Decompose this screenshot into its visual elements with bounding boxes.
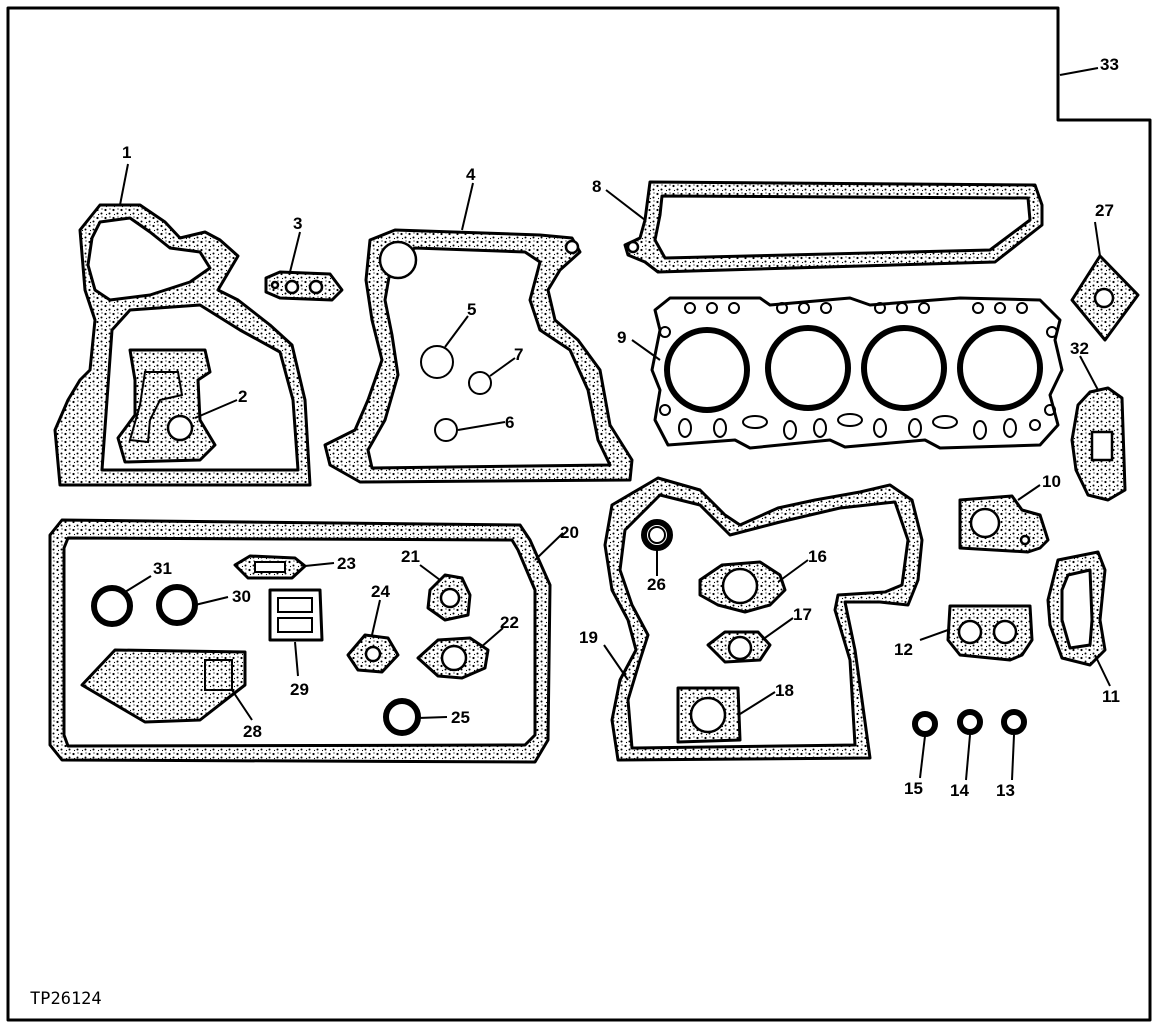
gasket-part-1 xyxy=(53,203,312,487)
seal-part-26 xyxy=(641,519,673,551)
callout-1: 1 xyxy=(122,143,131,162)
callout-18: 18 xyxy=(775,681,794,700)
callout-16: 16 xyxy=(808,547,827,566)
callout-29: 29 xyxy=(290,680,309,699)
callout-19: 19 xyxy=(579,628,598,647)
gasket-part-16 xyxy=(698,560,787,614)
callout-30: 30 xyxy=(232,587,251,606)
callout-13: 13 xyxy=(996,781,1015,800)
gasket-part-9 xyxy=(650,296,1064,450)
gasket-part-24 xyxy=(346,633,400,674)
callout-23: 23 xyxy=(337,554,356,573)
callout-20: 20 xyxy=(560,523,579,542)
gasket-part-27 xyxy=(1070,254,1140,342)
o-ring-part-13 xyxy=(1001,709,1027,735)
callout-5: 5 xyxy=(467,300,476,319)
gasket-part-12 xyxy=(946,604,1034,662)
gasket-part-32 xyxy=(1070,386,1127,502)
o-ring-part-5 xyxy=(420,345,454,379)
seal-part-25 xyxy=(383,698,421,736)
gasket-part-17 xyxy=(706,630,772,664)
o-ring-part-7 xyxy=(468,371,492,395)
seal-part-30 xyxy=(156,584,198,626)
callout-8: 8 xyxy=(592,177,601,196)
gasket-part-10 xyxy=(958,494,1050,554)
callout-2: 2 xyxy=(238,387,247,406)
o-ring-part-15 xyxy=(912,711,938,737)
callout-24: 24 xyxy=(371,582,390,601)
callout-15: 15 xyxy=(904,779,923,798)
callout-3: 3 xyxy=(293,214,302,233)
leader-lines xyxy=(119,67,1111,781)
gasket-part-11 xyxy=(1046,550,1107,667)
callout-10: 10 xyxy=(1042,472,1061,491)
o-ring-part-14 xyxy=(957,709,983,735)
callout-11: 11 xyxy=(1102,687,1120,706)
o-ring-part-6 xyxy=(434,418,458,442)
callout-7: 7 xyxy=(514,345,523,364)
callout-26: 26 xyxy=(647,575,666,594)
gasket-part-3 xyxy=(264,270,344,302)
gasket-part-8 xyxy=(623,180,1044,274)
callout-21: 21 xyxy=(401,547,420,566)
callout-4: 4 xyxy=(466,165,476,184)
seal-part-31 xyxy=(91,585,133,627)
callout-33: 33 xyxy=(1100,55,1119,74)
callout-22: 22 xyxy=(500,613,519,632)
gasket-part-21 xyxy=(426,573,472,622)
callout-27: 27 xyxy=(1095,201,1114,220)
callout-31: 31 xyxy=(153,559,172,578)
frame-outline xyxy=(6,6,1152,1022)
callout-9: 9 xyxy=(617,328,626,347)
gasket-part-28 xyxy=(80,648,247,724)
callout-17: 17 xyxy=(793,605,812,624)
callout-14: 14 xyxy=(950,781,969,800)
gasket-part-4 xyxy=(323,228,634,484)
callout-32: 32 xyxy=(1070,339,1089,358)
gasket-part-19 xyxy=(603,476,924,762)
callout-12: 12 xyxy=(894,640,913,659)
figure-code: TP26124 xyxy=(30,989,102,1009)
gasket-part-29 xyxy=(268,588,324,642)
callout-25: 25 xyxy=(451,708,470,727)
callout-6: 6 xyxy=(505,413,514,432)
gasket-part-22 xyxy=(416,636,490,680)
gasket-part-20 xyxy=(48,518,552,764)
gasket-part-23 xyxy=(233,554,307,580)
callout-28: 28 xyxy=(243,722,262,741)
gasket-part-18 xyxy=(676,686,742,744)
